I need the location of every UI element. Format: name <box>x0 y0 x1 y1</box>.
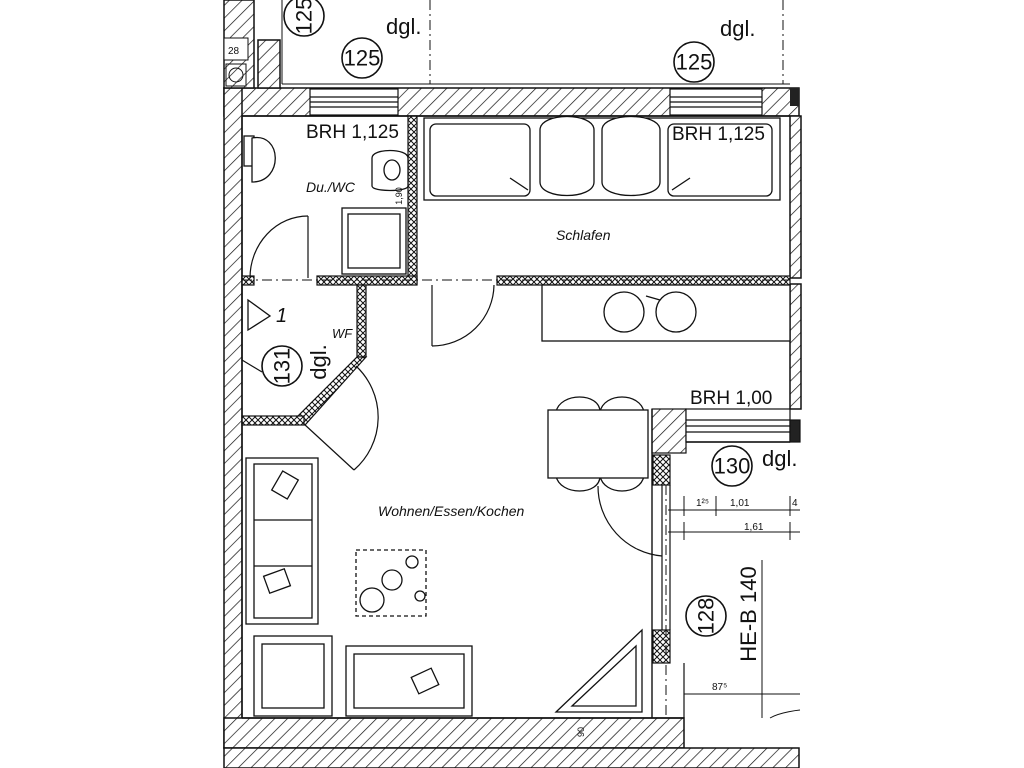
outer-walls <box>223 0 802 768</box>
dim-875: 87⁵ <box>712 682 727 693</box>
brh-left: BRH 1,125 <box>306 122 399 143</box>
dgl-left: dgl. <box>306 344 331 379</box>
top-windows <box>309 88 763 116</box>
column-top-right <box>790 88 799 106</box>
circle-130: 130 <box>714 454 751 479</box>
bathroom-fixtures <box>243 135 409 275</box>
brh-right: BRH 1,125 <box>672 124 765 145</box>
living-furniture <box>245 457 643 717</box>
bedroom-beds <box>423 115 781 201</box>
dim-101: 1,01 <box>730 498 750 509</box>
dining-table <box>547 396 649 492</box>
dgl-top-left: dgl. <box>386 14 421 39</box>
num-1: 1 <box>276 305 287 327</box>
dim-90: 90 <box>576 727 586 737</box>
room-outline <box>241 115 790 719</box>
circle-128: 128 <box>694 598 719 635</box>
level-marker-icon <box>247 298 272 332</box>
dimension-lines <box>668 496 801 719</box>
circle-125-b: 125 <box>344 46 381 71</box>
he-b-label: HE-B 140 <box>736 566 761 661</box>
neighbour-lines <box>223 0 790 87</box>
circle-125-c: 125 <box>676 50 713 75</box>
dgl-top-right: dgl. <box>720 16 755 41</box>
wf-label: WF <box>332 326 353 341</box>
num-28: 28 <box>228 46 240 57</box>
kitchen-counter <box>541 284 791 342</box>
room-sleep-label: Schlafen <box>556 227 611 243</box>
entry-column <box>651 408 801 718</box>
brh-lower: BRH 1,00 <box>690 388 772 409</box>
num-190: 1,90 <box>394 187 404 205</box>
door-swings <box>241 215 663 557</box>
room-living-label: Wohnen/Essen/Kochen <box>378 503 525 519</box>
circle-131: 131 <box>270 348 295 385</box>
room-markers <box>261 0 753 637</box>
dim-161: 1,61 <box>744 522 764 533</box>
dgl-right: dgl. <box>762 446 797 471</box>
dim-125: 1²⁵ <box>696 498 709 509</box>
center-lines <box>242 279 790 718</box>
room-bath-label: Du./WC <box>306 179 356 195</box>
dim-4: 4 <box>792 498 798 509</box>
circle-125-a: 125 <box>292 0 317 34</box>
